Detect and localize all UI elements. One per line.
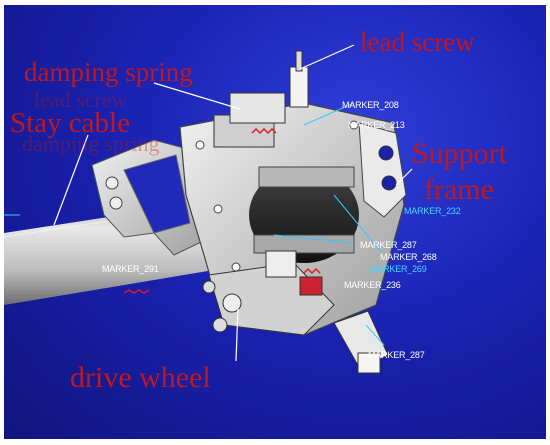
label-damping-spring: damping spring [24, 57, 193, 87]
label-stay-cable: Stay cable [10, 107, 130, 139]
marker-label: MARKER_291 [102, 264, 159, 274]
marker-label: MARKER_287 [368, 350, 425, 360]
marker-label: MARKER_268 [380, 252, 437, 262]
label-drive-wheel: drive wheel [70, 361, 211, 394]
ghost-label-damping-spring: damping spring [22, 131, 160, 156]
robot-model-drawing [4, 44, 413, 374]
cad-viewport: lead screw damping spring lead screw dam… [4, 5, 546, 439]
marker-label: MARKER_232 [404, 206, 461, 216]
leader-lines [53, 44, 413, 362]
label-support-frame-line2: frame [424, 173, 494, 206]
marker-label: MARKER_269 [370, 264, 427, 274]
ghost-label-lead-screw: lead screw [34, 87, 128, 112]
label-lead-screw: lead screw [360, 27, 475, 57]
marker-label: MARKER_236 [344, 280, 401, 290]
marker-label: MARKER_208 [342, 100, 399, 110]
left-frame-plate [91, 139, 217, 256]
main-body [4, 50, 407, 374]
marker-label: MARKER_287 [360, 240, 417, 250]
marker-label: MARKER_213 [348, 120, 405, 130]
label-support-frame-line1: Support [412, 137, 508, 170]
